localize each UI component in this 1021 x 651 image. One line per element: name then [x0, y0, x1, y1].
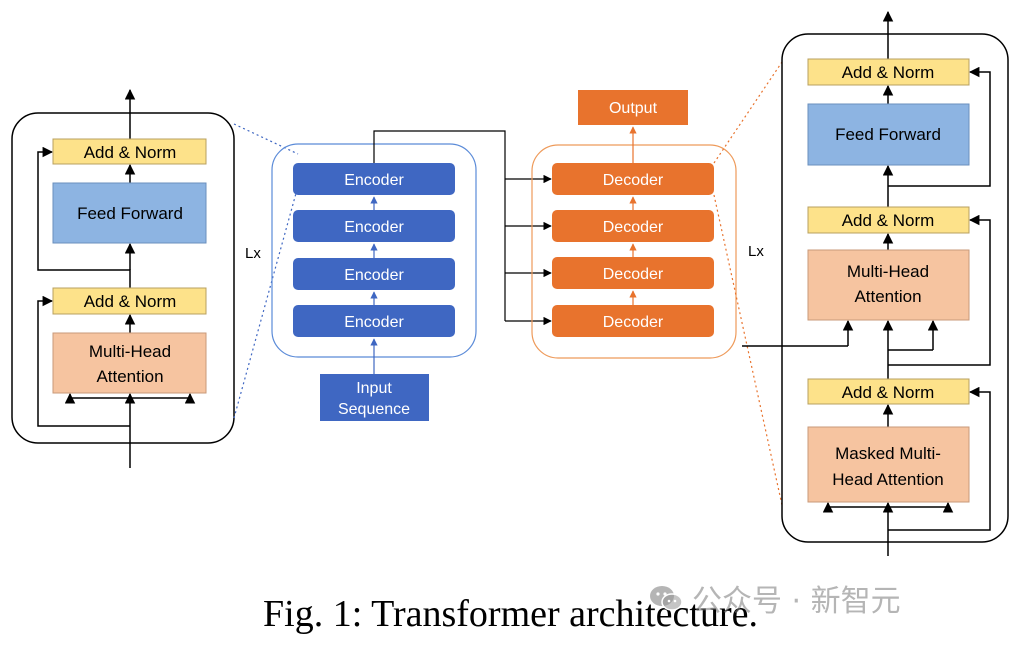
- decoder-residual-3: [888, 66, 991, 187]
- decoder-repeat-label: Lx: [748, 243, 764, 260]
- decoder-zoom-connector-top: [713, 61, 783, 164]
- decoder-add-norm-middle: [807, 206, 970, 234]
- input-sequence-label-2: Sequence: [338, 401, 410, 418]
- wechat-icon: [650, 586, 683, 611]
- decoder-zoom-connector-bottom: [713, 194, 783, 506]
- decoder-residual-2: [888, 214, 991, 366]
- decoder-block-frame: [781, 33, 1009, 543]
- decoder-layer-1-label: Decoder: [603, 172, 664, 189]
- decoder-residual-1: [888, 386, 991, 531]
- decoder-stack-frame: [531, 144, 737, 359]
- encoder-residual-2: [37, 146, 131, 288]
- decoder-add-norm-bottom-label: Add & Norm: [842, 383, 935, 402]
- encoder-zoom-connector-top: [233, 123, 299, 155]
- decoder-stack: Decoder Decoder Decoder Decoder Output: [531, 90, 737, 359]
- decoder-layer-2-label: Decoder: [603, 219, 664, 236]
- decoder-layer-4: [552, 305, 714, 337]
- input-sequence-box: [320, 374, 429, 421]
- decoder-masked-label-1: Masked Multi-: [835, 444, 941, 463]
- encoder-block-frame: [11, 112, 235, 444]
- decoder-masked-attention: [807, 426, 970, 503]
- input-sequence-label-1: Input: [356, 380, 392, 397]
- decoder-feed-forward-label: Feed Forward: [835, 125, 941, 144]
- encoder-repeat-label: Lx: [245, 245, 261, 262]
- decoder-layer-2: [552, 210, 714, 242]
- decoder-add-norm-bottom: [807, 378, 970, 405]
- encoder-multi-head-attention: [52, 332, 207, 394]
- encoder-attention-label-1: Multi-Head: [89, 342, 171, 361]
- decoder-layer-1: [552, 163, 714, 195]
- decoder-add-norm-middle-label: Add & Norm: [842, 211, 935, 230]
- decoder-attention-label-2: Attention: [854, 287, 921, 306]
- decoder-block-detail: Add & Norm Feed Forward Add & Norm Multi…: [742, 10, 1009, 556]
- encoder-stack: Encoder Encoder Encoder Encoder Input Se…: [271, 143, 477, 421]
- output-box: [578, 90, 688, 125]
- encoder-layer-4: [293, 305, 455, 337]
- encoder-layer-4-label: Encoder: [344, 314, 404, 331]
- encoder-add-norm-bottom-label: Add & Norm: [84, 292, 177, 311]
- encoder-add-norm-top-label: Add & Norm: [84, 143, 177, 162]
- watermark-text: 公众号 · 新智元: [692, 584, 901, 619]
- decoder-multi-head-attention: [807, 249, 970, 321]
- encoder-feed-forward-label: Feed Forward: [77, 204, 183, 223]
- encoder-block-detail: Add & Norm Feed Forward Add & Norm Multi…: [11, 88, 235, 468]
- encoder-layer-1: [293, 163, 455, 195]
- encoder-layer-1-label: Encoder: [344, 172, 404, 189]
- encoder-decoder-connections: [373, 130, 552, 326]
- decoder-layer-3: [552, 257, 714, 289]
- watermark: 公众号 · 新智元: [648, 576, 901, 620]
- encoder-add-norm-top: [52, 138, 207, 165]
- decoder-add-norm-top-label: Add & Norm: [842, 63, 935, 82]
- decoder-layer-3-label: Decoder: [603, 266, 664, 283]
- encoder-layer-3-label: Encoder: [344, 267, 404, 284]
- encoder-layer-2-label: Encoder: [344, 219, 404, 236]
- encoder-layer-2: [293, 210, 455, 242]
- decoder-masked-label-2: Head Attention: [832, 470, 944, 489]
- encoder-residual-1: [37, 295, 130, 427]
- decoder-add-norm-top: [807, 58, 970, 86]
- decoder-layer-4-label: Decoder: [603, 314, 664, 331]
- encoder-add-norm-bottom: [52, 287, 207, 315]
- encoder-zoom-connector-bottom: [233, 185, 299, 419]
- output-label: Output: [609, 100, 658, 117]
- encoder-feed-forward: [52, 182, 207, 244]
- encoder-attention-label-2: Attention: [96, 367, 163, 386]
- decoder-feed-forward: [807, 103, 970, 166]
- decoder-attention-label-1: Multi-Head: [847, 262, 929, 281]
- encoder-layer-3: [293, 258, 455, 290]
